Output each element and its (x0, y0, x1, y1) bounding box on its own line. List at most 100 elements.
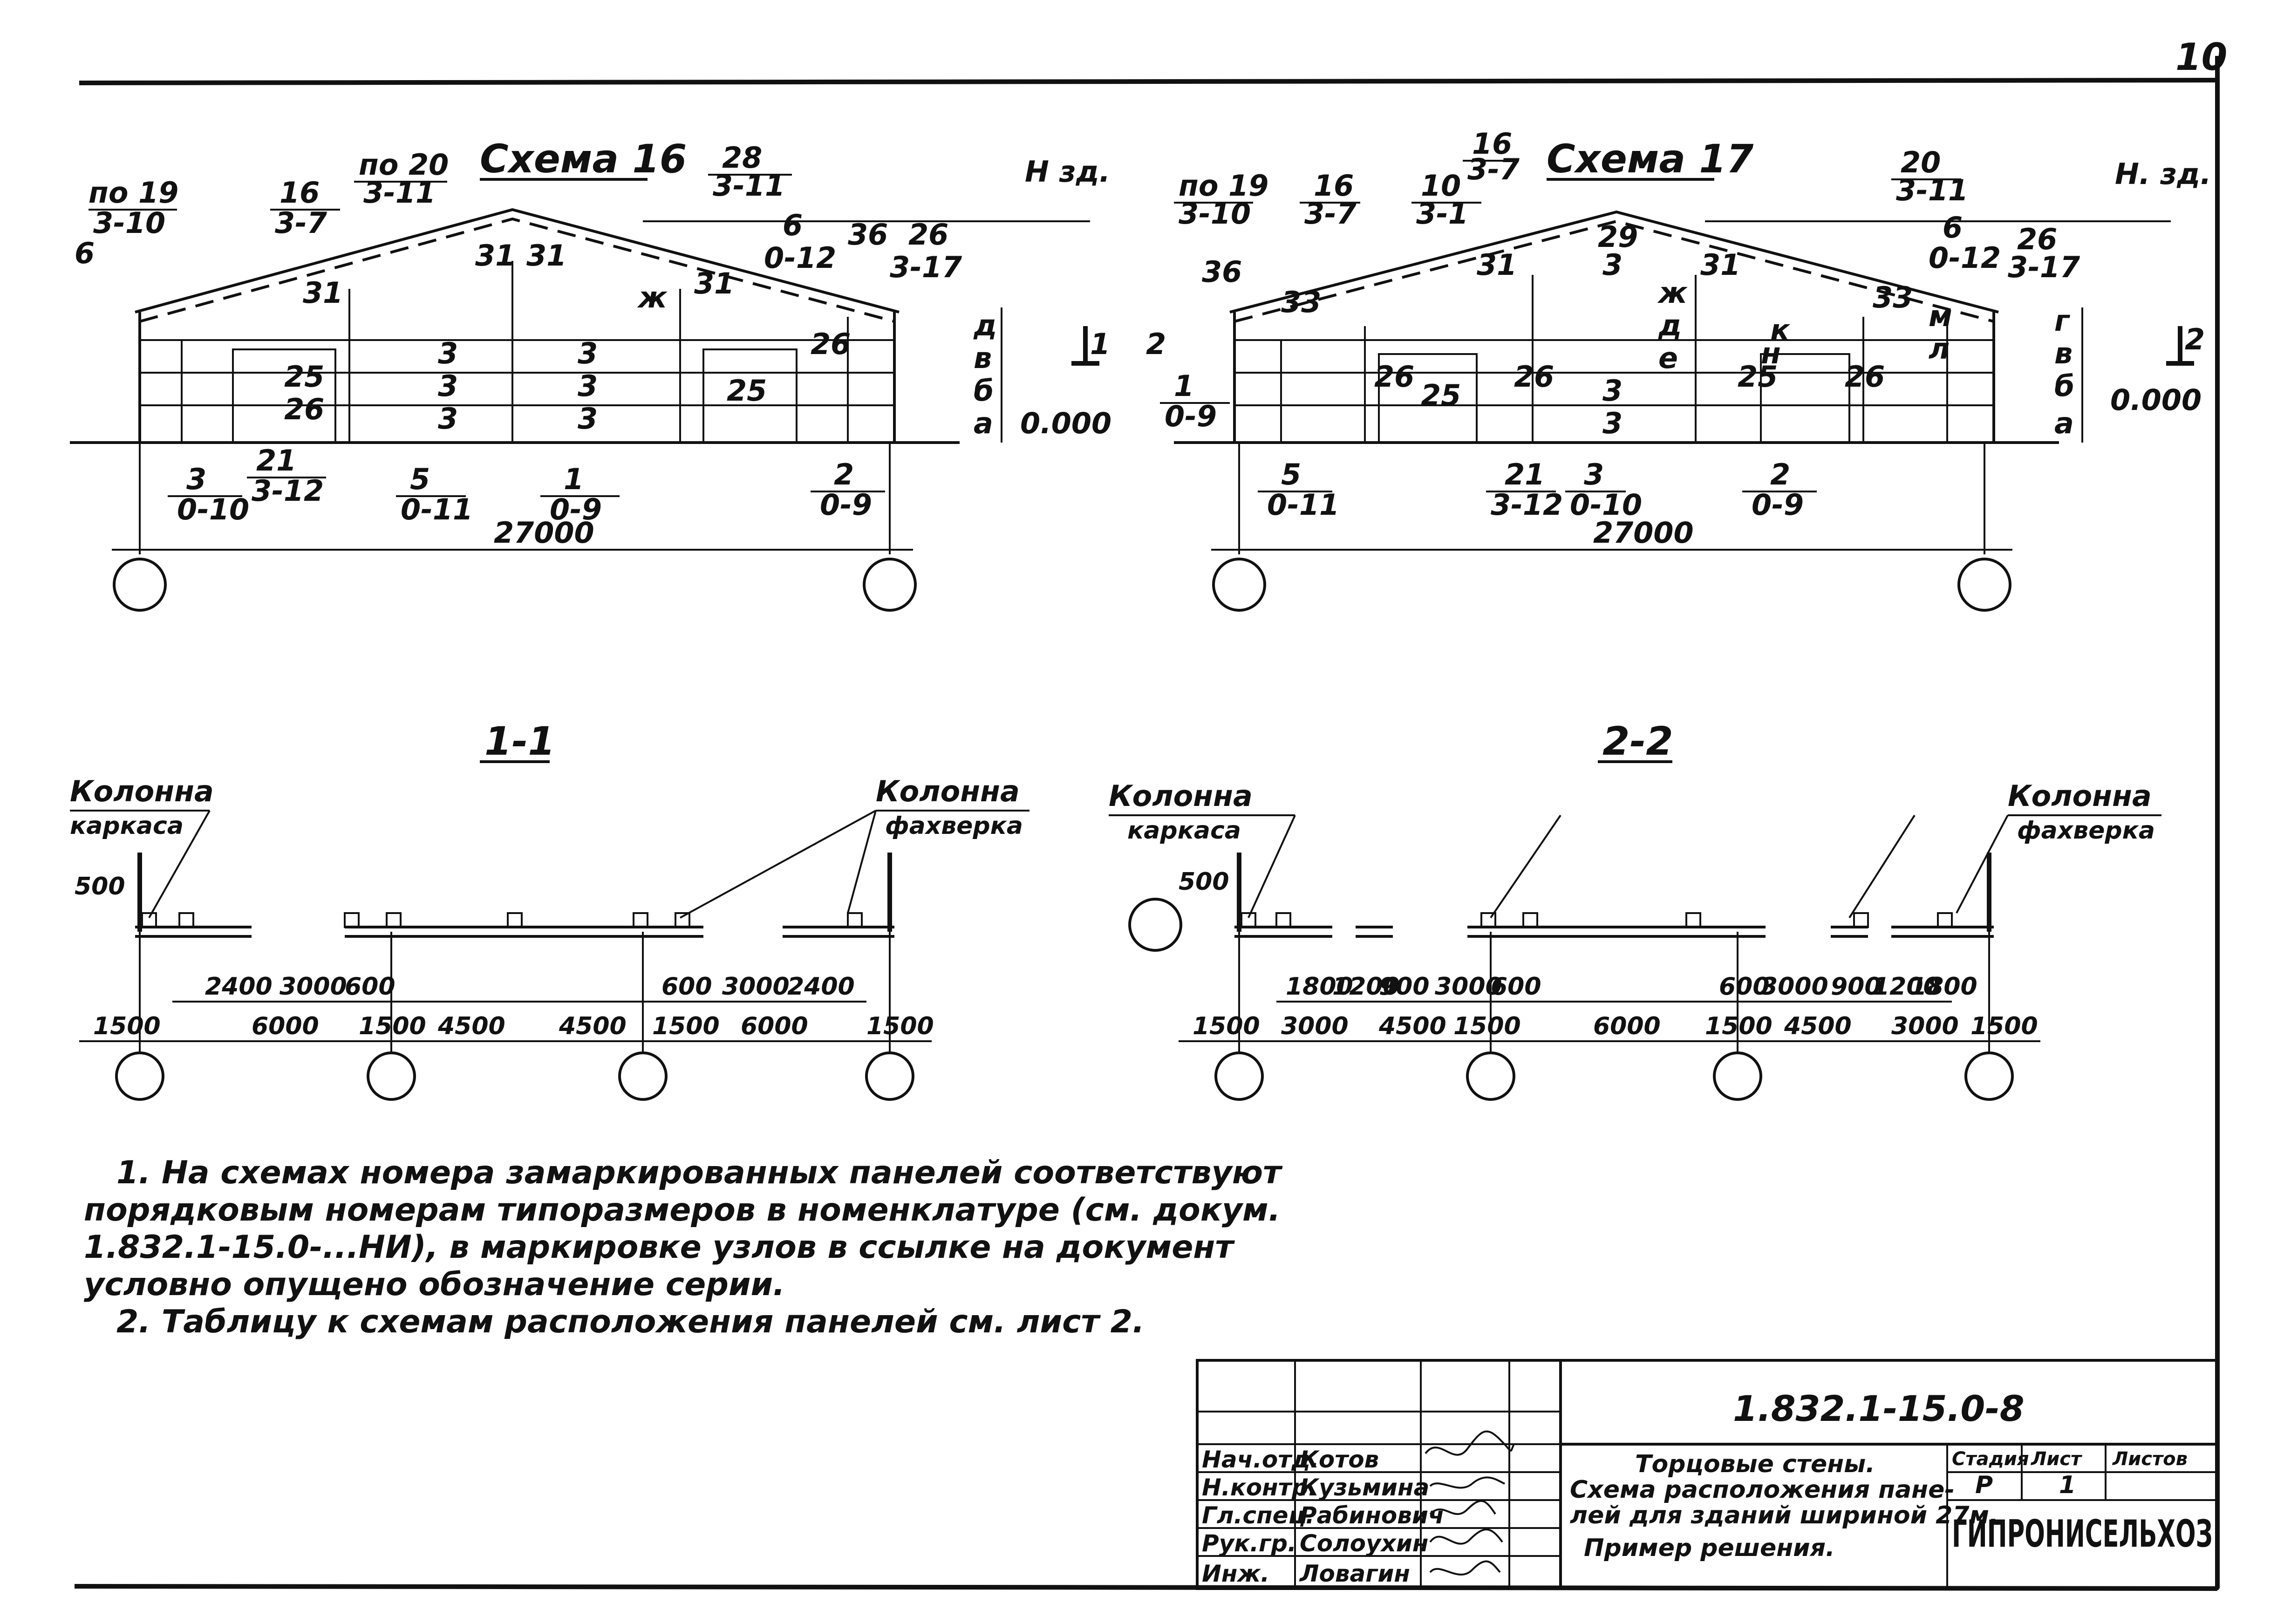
signature (1429, 1528, 1503, 1545)
role: Гл.спец. (1202, 1502, 1315, 1529)
section-2-2: 2-2 Колонна каркаса Колонна фахверка 500 (1109, 718, 2161, 1101)
description-line: Схема расположения пане- (1570, 1476, 1955, 1504)
callout: 2 (1770, 457, 1790, 491)
stage-header: Стадия (1952, 1448, 2029, 1470)
callout: 26 (2017, 222, 2057, 256)
organization-name: ГИПРОНИСЕЛЬХОЗ (1952, 1512, 2213, 1556)
dim-letter: л (1929, 332, 1950, 366)
callout: 3 (186, 462, 206, 496)
dim-top: 900 (1831, 973, 1882, 1001)
section-mark: 1 (1090, 327, 1110, 361)
dim-bottom: 4500 (1784, 1012, 1852, 1040)
callout: 1 (1174, 369, 1194, 403)
dim-bottom: 3000 (1891, 1012, 1959, 1040)
callout: 26 (908, 218, 948, 252)
callout: 26 (1514, 360, 1554, 394)
dim-letter: н (1761, 336, 1781, 370)
document-code: 1.832.1-15.0-8 (1733, 1388, 2025, 1429)
dim-bottom: 1500 (652, 1012, 720, 1040)
callout: 6 (75, 236, 95, 270)
dim-letter: б (974, 374, 994, 408)
dim-letter: б (2054, 369, 2074, 403)
callout: 3-10 (1179, 197, 1251, 231)
label-fachwerk-column: Колонна (2008, 779, 2152, 813)
description-line: лей для зданий шириной 27м. (1570, 1501, 1998, 1529)
dim-letter: к (1770, 313, 1791, 347)
section-1-1: 1-1 Колонна каркаса Колонна фахверка 500… (70, 718, 1030, 1101)
dim-bottom: 1500 (93, 1012, 161, 1040)
callout: 3-10 (93, 206, 165, 240)
section-1-1-title: 1-1 (484, 718, 555, 764)
callout: 21 (1505, 457, 1545, 491)
sheet-header: Лист (2031, 1448, 2083, 1470)
callout: Н. зд. (2115, 157, 2211, 191)
callout: 3-12 (1491, 488, 1563, 522)
callout: 3 (438, 336, 458, 370)
callout: 3 (578, 402, 598, 436)
callout: 0-9 (1752, 488, 1804, 522)
callout: 25 (1421, 378, 1461, 412)
dim-bottom: 6000 (741, 1012, 808, 1040)
callout: 25 (284, 360, 324, 394)
callout: 31 (694, 266, 734, 300)
dim-top: 2400 (205, 973, 273, 1001)
name: Рабинович (1300, 1502, 1444, 1529)
callout: 25 (727, 374, 767, 408)
dim-letter: д (1658, 308, 1682, 342)
callout: 5 (1281, 457, 1301, 491)
callout: 6 (1943, 211, 1963, 245)
dim-top: 2400 (787, 973, 855, 1001)
scheme-16-title: Схема 16 (480, 136, 687, 182)
note-line: 1.832.1-15.0-...НИ), в маркировке узлов … (84, 1229, 1235, 1266)
dim-top: 1800 (1286, 973, 1353, 1001)
role: Н.контр. (1202, 1474, 1317, 1501)
dim-bottom: 4500 (1378, 1012, 1446, 1040)
scheme-17-span: 27000 (1593, 516, 1694, 550)
callout: 0-9 (820, 488, 872, 522)
section-mark: 2 (2185, 322, 2205, 356)
label-fachwerk-column: Колонна (876, 774, 1020, 808)
callout: 6 (783, 208, 803, 242)
callout: 3-17 (890, 250, 962, 284)
callout: 31 (526, 239, 566, 273)
dim-bottom: 4500 (437, 1012, 505, 1040)
note-line: условно опущено обозначение серии. (84, 1266, 785, 1303)
page-number: 10 (2175, 35, 2227, 79)
dim-letter: а (974, 406, 993, 440)
callout: 0-10 (1570, 488, 1642, 522)
name: Котов (1300, 1446, 1379, 1473)
dim-top: 3000 (280, 973, 347, 1001)
callout: 3 (1584, 457, 1604, 491)
signature (1429, 1476, 1505, 1489)
dim-top: 1800 (1910, 973, 1977, 1001)
callout: 0-9 (550, 492, 602, 526)
dim-top: 900 (1379, 973, 1430, 1001)
dim-bottom: 6000 (1593, 1012, 1661, 1040)
callout: 3-7 (1304, 197, 1357, 231)
label-frame-column-2: каркаса (70, 812, 184, 840)
note-line: 2. Таблицу к схемам расположения панелей… (116, 1303, 1145, 1340)
callout: 31 (1700, 248, 1740, 282)
section-mark: 2 (1146, 327, 1166, 361)
callout: 36 (848, 218, 888, 252)
callout: 5 (410, 462, 430, 496)
callout: по 20 (359, 148, 449, 182)
side-dim: 500 (1179, 868, 1229, 896)
callout: 25 (1738, 360, 1778, 394)
sheet-frame: 10 (74, 35, 2227, 1591)
callout: 3 (1602, 248, 1623, 282)
dim-letter: в (974, 341, 992, 375)
label-fachwerk-column-2: фахверка (885, 812, 1023, 840)
dim-bottom: 1500 (866, 1012, 934, 1040)
callout: 16 (1472, 127, 1512, 161)
name: Кузьмина (1300, 1474, 1429, 1501)
label-frame-column: Колонна (70, 774, 214, 808)
callout: 10 (1421, 169, 1461, 203)
callout: 0-10 (177, 492, 249, 526)
description-line: Пример решения. (1584, 1534, 1835, 1562)
scheme-16: Схема 16 27000 по 19 3-10 6 16 (70, 136, 1111, 612)
callout: 3-11 (713, 169, 785, 203)
callout: 0-9 (1165, 399, 1217, 433)
callout: 3-11 (1896, 173, 1968, 207)
